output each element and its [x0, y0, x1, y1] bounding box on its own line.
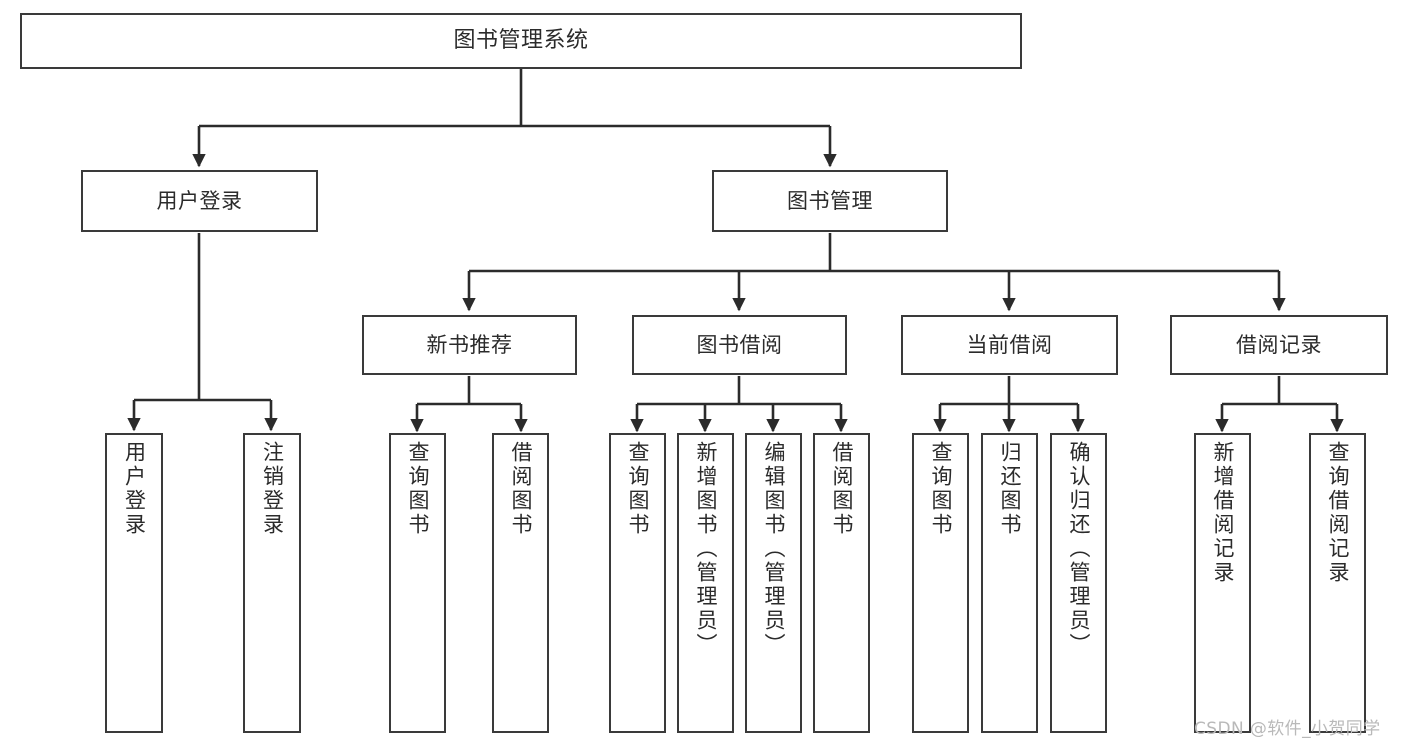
node-label: 归还图书 [998, 441, 1022, 537]
node-label: 借阅图书 [509, 441, 533, 537]
node-current-borrow[interactable]: 当前借阅 [901, 315, 1118, 375]
node-leaf-confirm-return[interactable]: 确认归还（管理员） [1050, 433, 1107, 733]
node-label: 用户登录 [156, 188, 243, 213]
node-label: 查询借阅记录 [1326, 441, 1350, 585]
node-root-book-management-system[interactable]: 图书管理系统 [20, 13, 1022, 69]
node-label: 编辑图书（管理员） [762, 441, 786, 657]
node-leaf-query-book-2[interactable]: 查询图书 [609, 433, 666, 733]
node-leaf-query-record[interactable]: 查询借阅记录 [1309, 433, 1366, 733]
node-leaf-query-book-1[interactable]: 查询图书 [389, 433, 446, 733]
node-label: 用户登录 [122, 441, 147, 537]
node-leaf-edit-book[interactable]: 编辑图书（管理员） [745, 433, 802, 733]
node-label: 查询图书 [929, 441, 953, 537]
node-leaf-borrow-book-1[interactable]: 借阅图书 [492, 433, 549, 733]
node-label: 新增借阅记录 [1211, 441, 1235, 585]
node-label: 图书管理 [787, 188, 873, 213]
node-leaf-return-book[interactable]: 归还图书 [981, 433, 1038, 733]
node-book-management[interactable]: 图书管理 [712, 170, 948, 232]
node-leaf-add-book[interactable]: 新增图书（管理员） [677, 433, 734, 733]
node-leaf-logout[interactable]: 注销登录 [243, 433, 301, 733]
node-leaf-add-record[interactable]: 新增借阅记录 [1194, 433, 1251, 733]
node-label: 当前借阅 [966, 332, 1053, 357]
node-label: 新增图书（管理员） [694, 441, 718, 657]
node-leaf-borrow-book-2[interactable]: 借阅图书 [813, 433, 870, 733]
node-label: 图书管理系统 [453, 28, 589, 54]
node-label: 确认归还（管理员） [1067, 441, 1091, 657]
node-leaf-user-login[interactable]: 用户登录 [105, 433, 163, 733]
node-user-login[interactable]: 用户登录 [81, 170, 318, 232]
csdn-watermark: CSDN @软件_小贺同学 [1194, 719, 1381, 739]
node-label: 借阅记录 [1236, 332, 1322, 357]
node-label: 借阅图书 [830, 441, 854, 537]
node-borrow-record[interactable]: 借阅记录 [1170, 315, 1388, 375]
node-book-borrow[interactable]: 图书借阅 [632, 315, 847, 375]
node-label: 查询图书 [406, 441, 430, 537]
node-new-book-recommend[interactable]: 新书推荐 [362, 315, 577, 375]
node-leaf-query-book-3[interactable]: 查询图书 [912, 433, 969, 733]
node-label: 注销登录 [260, 441, 285, 537]
node-label: 查询图书 [626, 441, 650, 537]
node-label: 新书推荐 [426, 332, 513, 357]
node-label: 图书借阅 [696, 332, 783, 357]
